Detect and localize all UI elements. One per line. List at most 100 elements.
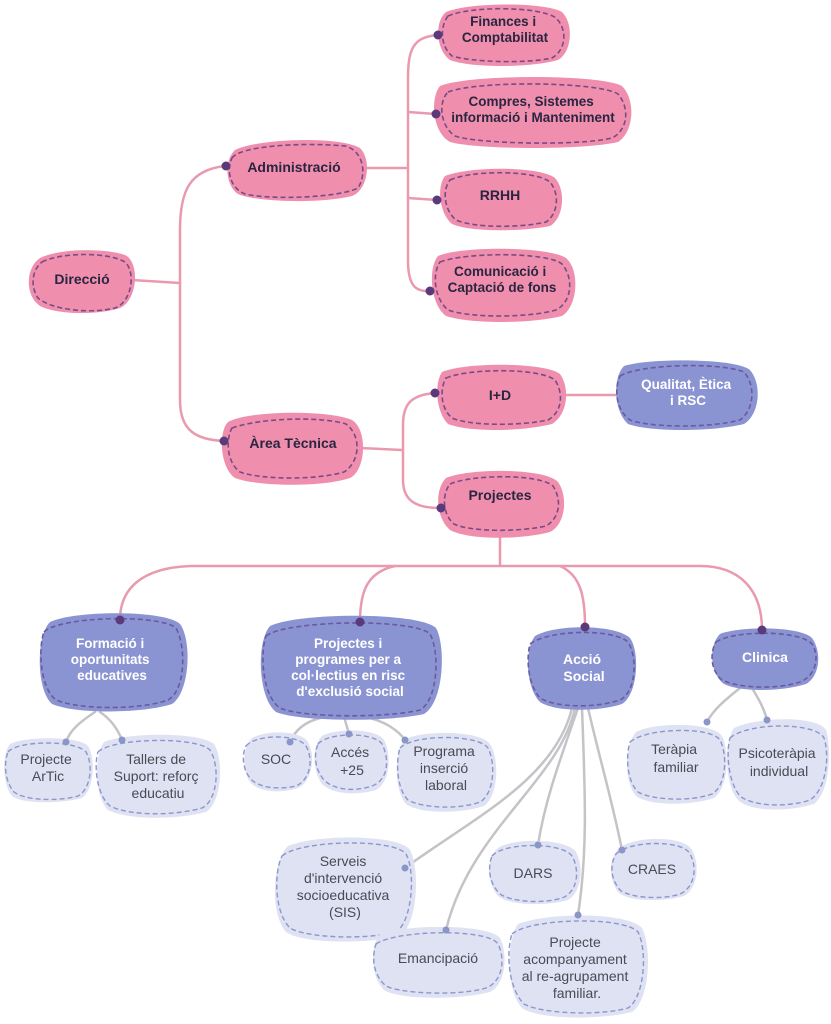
svg-text:Finances i Comptabilitat: Finances i Comptabilitat (462, 14, 549, 45)
label-finances-1: Finances i (470, 14, 536, 29)
label-administracio: Administració (247, 159, 340, 175)
label-programes-2: programes per a (295, 652, 401, 667)
label-id: I+D (489, 387, 511, 403)
connector-area (358, 446, 404, 452)
dot-compres (431, 109, 441, 119)
dot-artic (62, 738, 70, 746)
node-terapia: Teràpia familiar (626, 724, 727, 804)
connector-sis (403, 706, 574, 870)
label-programes-4: d'exclusió social (296, 684, 404, 699)
connector-tallers (98, 710, 124, 742)
connector-direccio (130, 278, 182, 285)
dot-accio-social (580, 622, 590, 632)
node-area-tecnica: Àrea Tècnica (221, 412, 364, 485)
dot-dars (534, 841, 542, 849)
node-finances: Finances i Comptabilitat (438, 4, 570, 66)
dot-projectes (436, 503, 446, 513)
connector-craes (586, 706, 624, 852)
label-dars: DARS (514, 865, 553, 881)
label-terapia-1: Teràpia (651, 741, 697, 757)
label-comunicacio-1: Comunicació i (454, 264, 546, 279)
dot-acompanyament (574, 911, 582, 919)
label-acompanyament-4: familiar. (553, 985, 601, 1001)
svg-text:Accés +25: Accés +25 (331, 744, 373, 778)
label-formacio-3: educatives (77, 668, 147, 683)
label-acompanyament-2: acompanyament (523, 951, 627, 967)
svg-text:Projectes i programes pe: Projectes i programes per a col·lectius … (291, 636, 409, 699)
dot-insercio (401, 736, 409, 744)
svg-text:Programa inserció: Programa inserció laboral (413, 743, 478, 793)
label-compres-1: Compres, Sistemes (468, 94, 593, 109)
label-insercio-2: inserció (420, 760, 468, 776)
label-terapia-2: familiar (653, 759, 698, 775)
dot-rrhh (432, 195, 442, 205)
node-acompanyament: Projecte acompanyament al re-agrupament … (508, 915, 648, 1018)
node-accio-social: Acció Social (527, 627, 637, 710)
label-finances-2: Comptabilitat (462, 30, 549, 45)
node-clinica: Clinica (711, 628, 819, 690)
dot-soc (286, 738, 294, 746)
connector-projectes-bar (118, 564, 764, 632)
node-qualitat: Qualitat, Ètica i RSC (616, 360, 758, 430)
connector-accio (558, 564, 587, 628)
dot-finances (433, 30, 443, 40)
label-soc: SOC (261, 751, 291, 767)
connector-artic (64, 710, 97, 744)
label-programes-3: col·lectius en risc (291, 668, 406, 683)
svg-text:Compres, Sistemes inform: Compres, Sistemes informació i Mantenime… (451, 94, 615, 125)
label-tallers-3: educatiu (132, 785, 185, 801)
dot-acces (345, 730, 353, 738)
dot-formacio (115, 615, 125, 625)
dot-programes (355, 617, 365, 627)
label-insercio-3: laboral (425, 777, 467, 793)
label-craes: CRAES (628, 861, 676, 877)
dot-comunicacio (425, 286, 435, 296)
label-sis-3: socioeducativa (297, 887, 390, 903)
label-projectes: Projectes (468, 487, 531, 503)
dot-sis (401, 864, 409, 872)
connector-dars (536, 706, 580, 847)
svg-text:Psicoteràpia individual: Psicoteràpia individual (739, 745, 820, 779)
connector-admin-trunk (406, 33, 440, 293)
dot-emancipacio (442, 926, 450, 934)
dot-area-tecnica (219, 436, 229, 446)
svg-text:Serveis d'intervenció: Serveis d'intervenció socioeducativa (SI… (297, 853, 394, 920)
label-sis-1: Serveis (320, 853, 367, 869)
node-projectes: Projectes (438, 470, 565, 538)
label-psicoterapia-1: Psicoteràpia (739, 745, 816, 761)
label-accio-1: Acció (563, 651, 601, 667)
connector-compres (406, 110, 438, 116)
connector-rrhh (406, 196, 439, 202)
node-emancipacio: Emancipació (372, 926, 505, 998)
label-acces-1: Accés (331, 744, 369, 760)
svg-text:Comunicació i Captació d: Comunicació i Captació de fons (448, 264, 557, 295)
label-acces-2: +25 (340, 762, 364, 778)
node-dars: DARS (488, 840, 581, 905)
svg-text:Teràpia familiar: Teràpia familiar (651, 741, 701, 775)
node-tallers: Tallers de Suport: reforç educatiu (95, 734, 221, 818)
node-acces: Accés +25 (314, 730, 389, 794)
label-acompanyament-1: Projecte (549, 934, 601, 950)
label-tallers-1: Tallers de (126, 751, 186, 767)
connector-emancipacio (444, 706, 577, 932)
node-artic: Projecte ArTic (4, 738, 93, 803)
node-soc: SOC (242, 732, 313, 792)
connector-dots (62, 30, 771, 934)
svg-text:Qualitat, Ètica i RSC: Qualitat, Ètica i RSC (641, 377, 735, 408)
node-sis: Serveis d'intervenció socioeducativa (SI… (274, 837, 416, 942)
dot-id (430, 388, 440, 398)
connector-trunk-left (178, 164, 227, 443)
label-clinica: Clinica (742, 649, 788, 665)
dot-craes (618, 846, 626, 854)
label-accio-2: Social (563, 668, 604, 684)
node-compres: Compres, Sistemes informació i Mantenime… (434, 77, 632, 148)
node-psicoterapia: Psicoteràpia individual (726, 719, 830, 810)
dot-terapia (703, 718, 711, 726)
svg-text:Formació i oportunitats: Formació i oportunitats educatives (71, 636, 154, 683)
connector-psicoterapia (750, 686, 769, 722)
svg-text:Projecte acompanyament: Projecte acompanyament al re-agrupament … (522, 934, 633, 1001)
node-administracio: Administració (227, 139, 367, 202)
label-area-tecnica: Àrea Tècnica (249, 435, 336, 451)
node-id: I+D (437, 364, 567, 430)
node-insercio: Programa inserció laboral (396, 732, 497, 812)
